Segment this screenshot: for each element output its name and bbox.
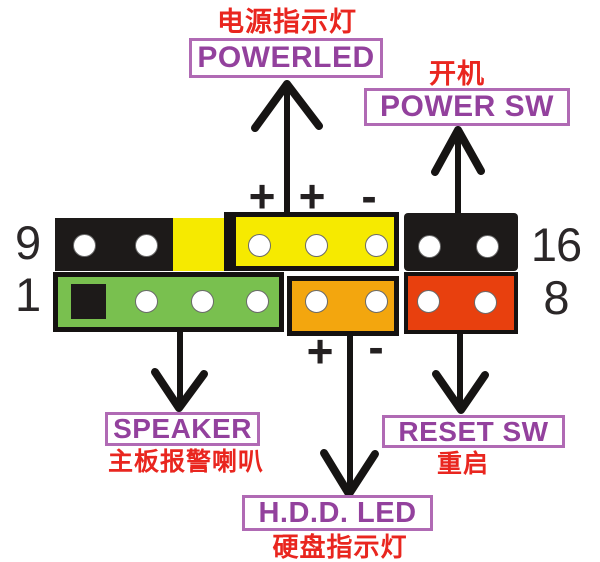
hddled-label-box: H.D.D. LED	[242, 495, 433, 531]
powersw-label-box: POWER SW	[364, 88, 570, 126]
connector-block-resetsw	[404, 272, 518, 334]
reset-arrow-head-icon	[432, 370, 489, 414]
polarity-bottom-plus: +	[306, 325, 334, 377]
polarity-top-plus-2: +	[298, 170, 326, 222]
pin-powerled-2	[305, 234, 328, 257]
pin-hddled-2	[365, 290, 388, 313]
powersw-arrow-head-icon	[431, 126, 485, 176]
connector-block-yellow-spacer	[173, 218, 225, 271]
resetsw-cn-label: 重启	[436, 450, 489, 478]
pin-powersw-2	[476, 235, 499, 258]
resetsw-label-box: RESET SW	[382, 415, 565, 448]
pin-number-9: 9	[15, 216, 41, 269]
speaker-cn-label: 主板报警喇叭	[107, 448, 264, 476]
pin-speaker-2	[135, 290, 158, 313]
pin-resetsw-2	[474, 291, 497, 314]
pin-hddled-1	[305, 290, 328, 313]
speaker-arrow-head-icon	[151, 368, 208, 412]
polarity-bottom-minus: -	[368, 321, 384, 373]
pin-powersw-1	[418, 235, 441, 258]
powerled-arrow-head-icon	[251, 80, 323, 132]
powerled-cn-label: 电源指示灯	[217, 7, 357, 37]
polarity-top-plus-1: +	[248, 170, 276, 222]
hddled-cn-label: 硬盘指示灯	[272, 532, 408, 562]
hdd-arrow-head-icon	[320, 449, 379, 498]
speaker-label-box: SPEAKER	[105, 412, 260, 446]
pin-powerled-3	[365, 234, 388, 257]
pin-speaker-4	[246, 290, 269, 313]
pin-resetsw-1	[417, 290, 440, 313]
pin-number-1: 1	[15, 268, 41, 321]
pin-topleft-2	[135, 234, 158, 257]
powersw-cn-label: 开机	[429, 59, 485, 89]
polarity-top-minus: -	[361, 170, 377, 222]
pin-topleft-1	[73, 234, 96, 257]
powerled-label-box: POWERLED	[189, 38, 383, 78]
pin-speaker-3	[191, 290, 214, 313]
pin-number-8: 8	[543, 271, 569, 324]
pin-number-16: 16	[530, 218, 582, 271]
pin-powerled-1	[248, 234, 271, 257]
pin1-key-square	[71, 284, 106, 319]
